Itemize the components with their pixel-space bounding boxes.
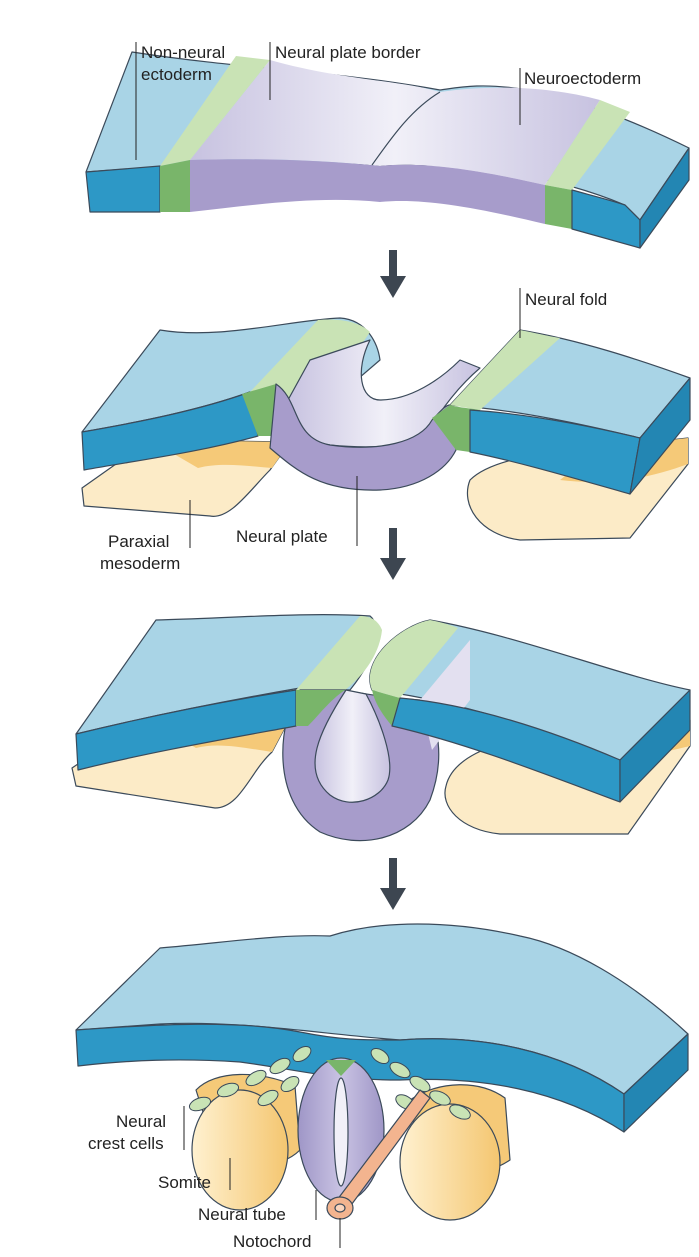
somite-right xyxy=(400,1104,500,1220)
label-neural-fold: Neural fold xyxy=(525,290,607,309)
label-somite: Somite xyxy=(158,1173,211,1192)
stage1-front-left-blue xyxy=(86,166,160,212)
arrow-2 xyxy=(380,528,406,580)
stage-2-neural-folds xyxy=(82,318,690,540)
notochord-center xyxy=(335,1204,345,1212)
label-neural-plate: Neural plate xyxy=(236,527,328,546)
label-neural-crest-cells-1: Neural xyxy=(116,1112,166,1131)
label-notochord: Notochord xyxy=(233,1232,311,1251)
stage1-front-right-green xyxy=(545,185,572,229)
label-neuroectoderm: Neuroectoderm xyxy=(524,69,641,88)
label-paraxial-mesoderm-1: Paraxial xyxy=(108,532,169,551)
label-neural-tube: Neural tube xyxy=(198,1205,286,1224)
label-non-neural-ectoderm-1: Non-neural xyxy=(141,43,225,62)
stage1-front-left-green xyxy=(160,160,190,212)
arrow-3 xyxy=(380,858,406,910)
label-neural-crest-cells-2: crest cells xyxy=(88,1134,164,1153)
label-neural-plate-border: Neural plate border xyxy=(275,43,421,62)
arrow-1 xyxy=(380,250,406,298)
label-paraxial-mesoderm-2: mesoderm xyxy=(100,554,180,573)
neural-tube-lumen xyxy=(334,1078,348,1186)
stage-3-neural-groove xyxy=(72,615,690,841)
label-non-neural-ectoderm-2: ectoderm xyxy=(141,65,212,84)
